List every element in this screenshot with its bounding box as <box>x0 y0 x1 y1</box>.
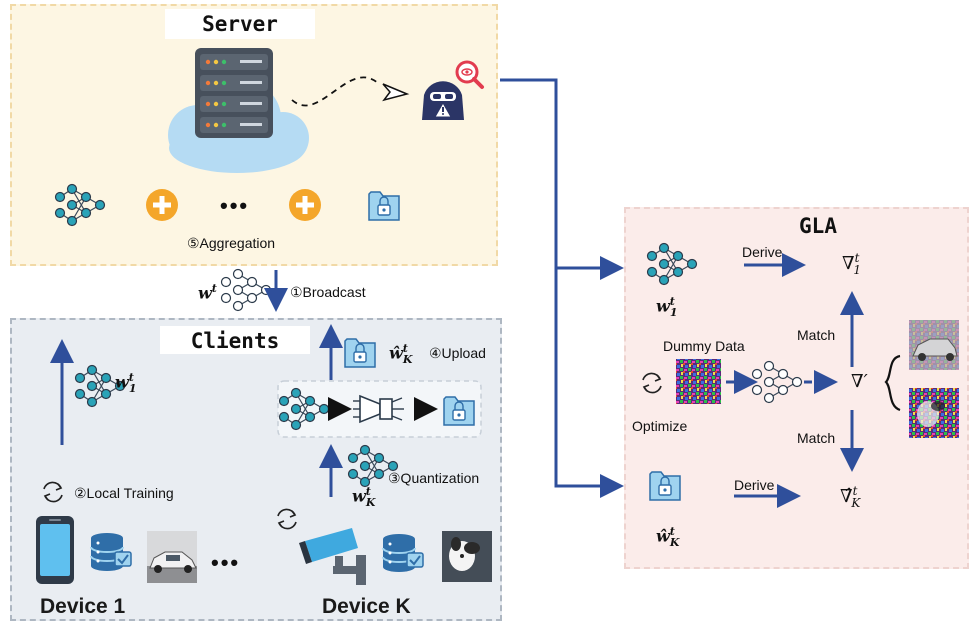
paper-plane-icon <box>382 83 410 102</box>
neural-network-icon <box>751 360 803 404</box>
device-1-label: Device 1 <box>40 595 126 618</box>
quantizer-icon <box>353 394 404 424</box>
reconstructed-car-image <box>909 320 959 370</box>
broadcast-label: ①Broadcast <box>290 284 366 300</box>
hacker-icon <box>422 60 484 120</box>
quantization-label: ③Quantization <box>388 470 480 486</box>
grad-prime-label: ∇′ <box>851 371 868 392</box>
gradk-label: ∇̂tK <box>840 484 861 510</box>
match-bottom-label: Match <box>797 430 836 446</box>
reconstructed-dog-image <box>909 388 959 438</box>
neural-network-icon <box>646 242 698 286</box>
connector-to-w1 <box>500 78 624 280</box>
plus-icon <box>146 189 178 221</box>
aggregation-label: ⑤Aggregation <box>187 235 276 251</box>
lock-folder-icon <box>649 471 681 501</box>
local-training-label: ②Local Training <box>74 485 174 501</box>
broadcast-weight: wt <box>198 282 217 303</box>
refresh-icon <box>43 481 63 503</box>
dummy-data-label: Dummy Data <box>663 338 745 354</box>
server-title: Server <box>165 9 315 39</box>
upload-label: ④Upload <box>429 345 486 361</box>
neural-network-icon <box>54 183 106 227</box>
gla-title: GLA <box>799 214 837 238</box>
grad1-label: ∇t1 <box>842 251 862 277</box>
refresh-icon <box>277 508 297 530</box>
dog-image <box>442 531 492 582</box>
clients-ellipsis: ••• <box>211 550 241 575</box>
lock-folder-icon <box>368 191 400 221</box>
dashed-leak-arrow <box>291 76 381 107</box>
wk-label: wtK <box>352 485 376 509</box>
dummy-noise-image <box>676 359 721 404</box>
lock-folder-icon <box>443 396 475 426</box>
match-top-label: Match <box>797 327 836 343</box>
server-ellipsis: ••• <box>220 193 250 218</box>
neural-network-icon <box>220 268 272 312</box>
gla-w1-label: wt1 <box>656 295 678 319</box>
wk-hat-label: ŵtK <box>389 342 413 366</box>
smartphone-icon <box>36 516 74 584</box>
derive-top-label: Derive <box>742 244 783 260</box>
database-icon <box>90 532 132 572</box>
optimize-label: Optimize <box>632 418 688 434</box>
clients-title: Clients <box>160 326 310 354</box>
cctv-camera-icon <box>299 528 366 585</box>
database-icon <box>382 533 424 573</box>
connector-to-wk <box>554 268 624 498</box>
plus-icon <box>289 189 321 221</box>
device-k-label: Device K <box>322 595 411 618</box>
refresh-icon <box>642 372 662 394</box>
derive-bottom-label: Derive <box>734 477 775 493</box>
lock-folder-icon <box>344 338 376 368</box>
w1-label: wt1 <box>115 371 137 395</box>
gla-wk-hat-label: ŵtK <box>656 525 680 549</box>
server-rack-icon <box>195 48 273 138</box>
car-image <box>147 531 197 583</box>
brace <box>884 354 901 412</box>
